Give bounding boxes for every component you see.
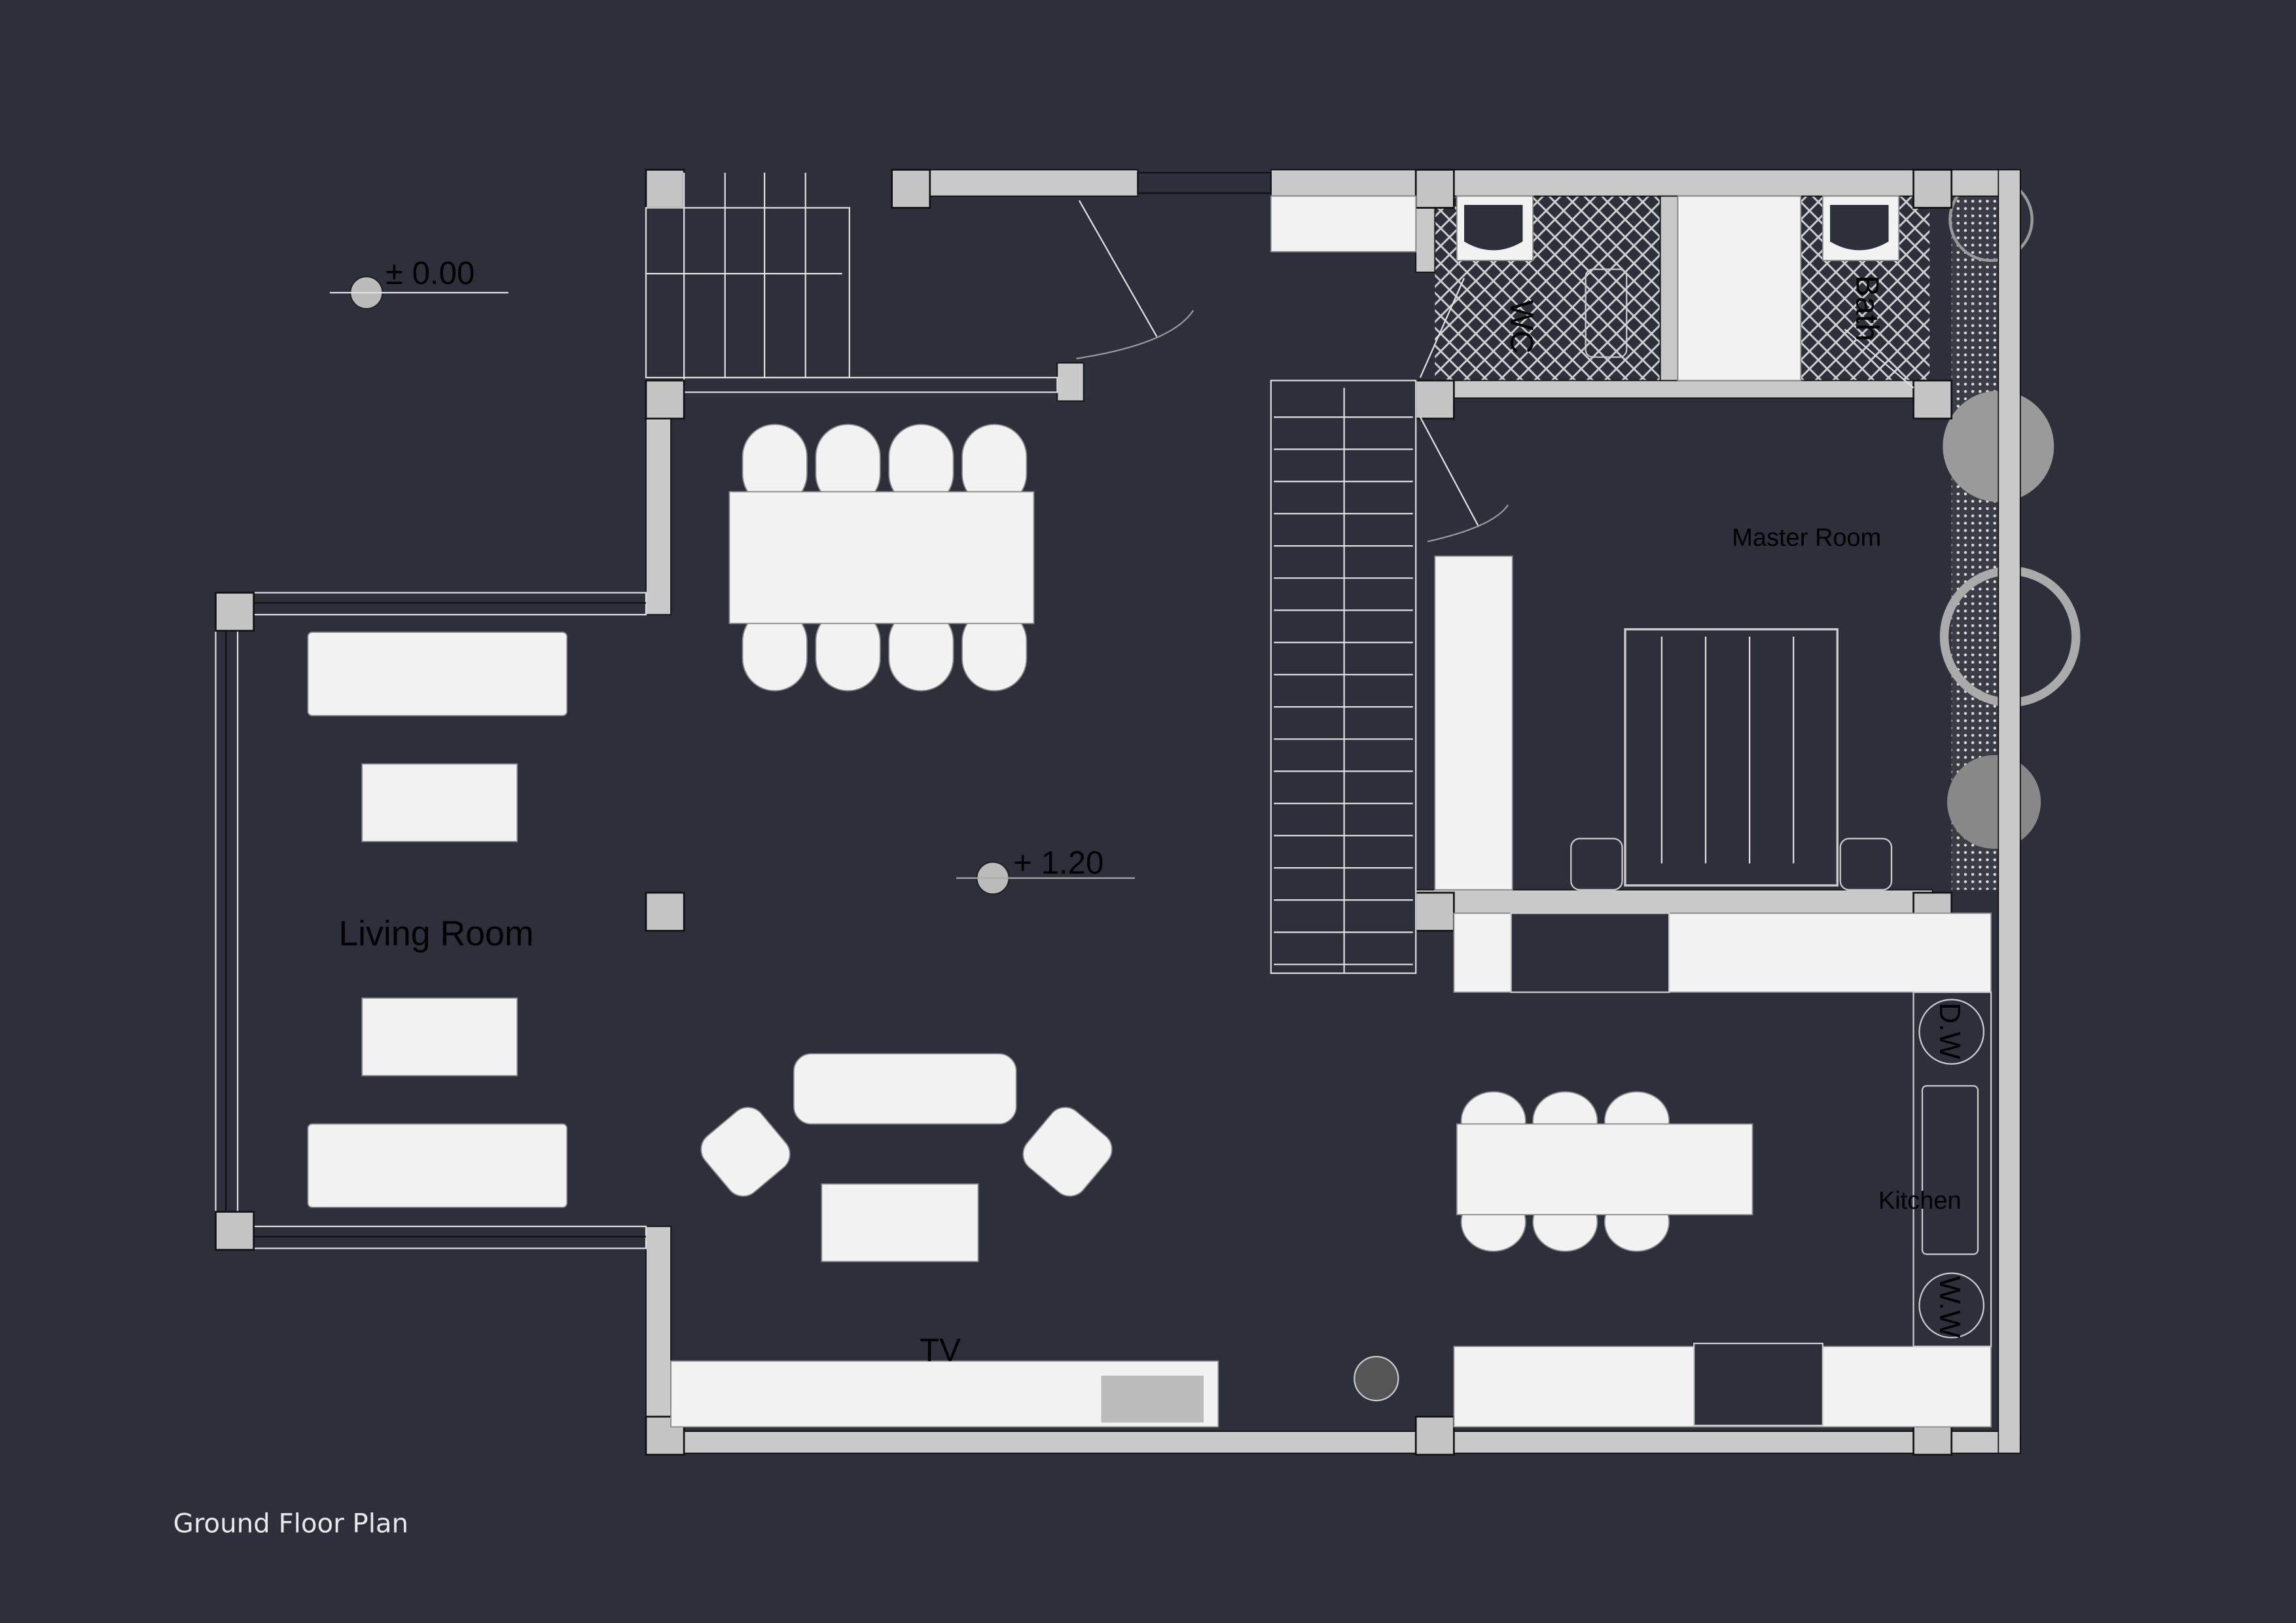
cabinet xyxy=(1270,195,1417,253)
wardrobe xyxy=(1434,555,1513,891)
sink-icon xyxy=(1464,205,1523,251)
master-room-label: Master Room xyxy=(1732,524,1881,552)
armchair xyxy=(700,1107,791,1197)
plant-icon xyxy=(1946,755,2041,849)
sofa xyxy=(307,1123,568,1208)
fireplace xyxy=(1101,1376,1204,1423)
tv-label: TV xyxy=(920,1332,961,1368)
washer-label: W.W xyxy=(1933,1276,1965,1338)
sofa xyxy=(307,632,568,717)
shower xyxy=(1677,195,1802,382)
coffee-table xyxy=(821,1183,979,1262)
wc-label: WC xyxy=(1504,300,1540,353)
bath-label: Bath xyxy=(1849,275,1885,341)
kitchen-label: Kitchen xyxy=(1878,1187,1962,1215)
armchair xyxy=(1022,1107,1113,1197)
dining-set xyxy=(728,423,1035,692)
squat-toilet xyxy=(1585,268,1628,358)
kitchen-dining-set xyxy=(1456,1091,1753,1252)
sink-icon xyxy=(1921,1085,1979,1255)
coffee-table xyxy=(361,997,518,1077)
plan-title: Ground Floor Plan xyxy=(173,1508,408,1539)
coffee-table xyxy=(361,763,518,842)
main-stairs xyxy=(1270,380,1417,974)
level-mark-main: + 1.20 xyxy=(956,845,1135,895)
svg-text:± 0.00: ± 0.00 xyxy=(386,255,475,291)
svg-text:+ 1.20: + 1.20 xyxy=(1013,845,1103,881)
kitchen-table xyxy=(1456,1123,1753,1215)
level-mark-entrance: ± 0.00 xyxy=(329,255,509,310)
stove xyxy=(1693,1342,1824,1427)
dishwasher-icon xyxy=(1918,999,1985,1065)
doors xyxy=(1076,200,1914,543)
dining-table xyxy=(728,491,1035,624)
plant-icon xyxy=(1354,1355,1399,1402)
dishwasher-label: D.W xyxy=(1933,1003,1965,1060)
sofa xyxy=(793,1053,1017,1125)
entrance-stairs xyxy=(645,172,850,379)
sink-icon xyxy=(1830,205,1889,251)
walls xyxy=(215,169,2021,1454)
washer-icon xyxy=(1918,1272,1985,1339)
living-room-label: Living Room xyxy=(338,914,533,954)
kitchen-opening xyxy=(1510,912,1670,993)
bed xyxy=(1570,628,1893,891)
